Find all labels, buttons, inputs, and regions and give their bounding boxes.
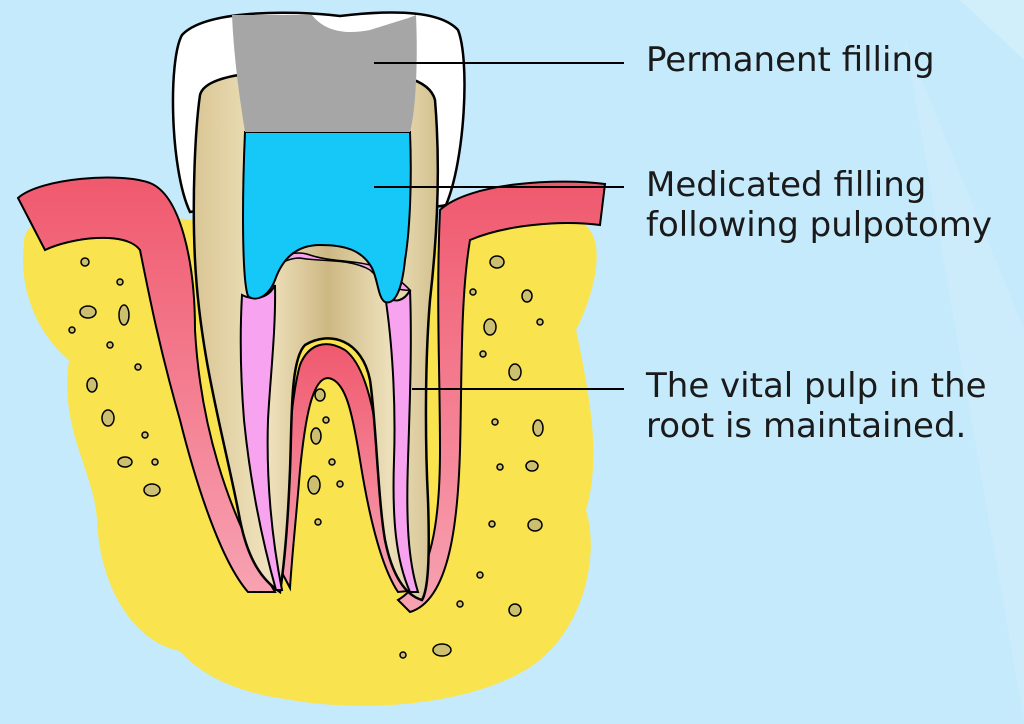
label-medicated-filling-line-2: following pulpotomy [646,205,992,245]
label-permanent-filling: Permanent filling [646,40,935,80]
label-vital-pulp: The vital pulp in the root is maintained… [646,366,987,447]
permanent-filling [232,15,417,132]
label-vital-pulp-line-2: root is maintained. [646,406,987,446]
label-medicated-filling-line-1: Medicated filling [646,165,992,205]
label-permanent-filling-line-1: Permanent filling [646,40,935,80]
label-vital-pulp-line-1: The vital pulp in the [646,366,987,406]
watermark [905,0,1024,720]
label-medicated-filling: Medicated filling following pulpotomy [646,165,992,246]
